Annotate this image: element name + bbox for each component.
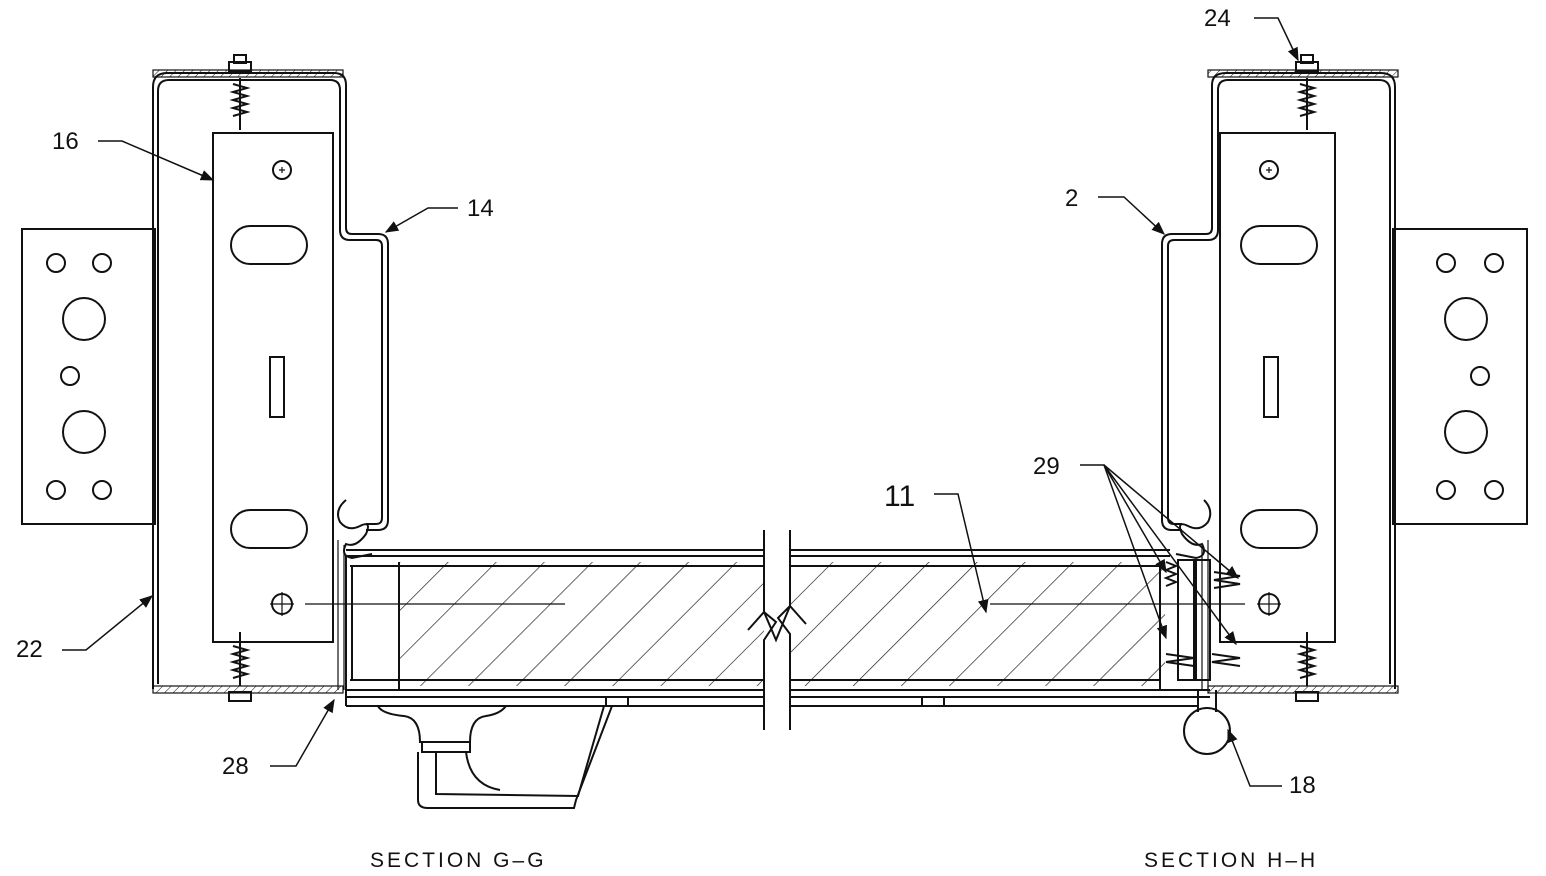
left-bottom-screw (228, 632, 252, 702)
callout-22: 22 (16, 636, 43, 663)
right-jamb-assembly (1161, 54, 1528, 755)
left-plate-holes (46, 253, 112, 500)
callout-29: 29 (1033, 453, 1060, 480)
right-mounting-plate (1392, 228, 1528, 525)
left-jamb-assembly (21, 54, 389, 702)
right-plate-holes (1436, 253, 1504, 500)
right-bottom-screw (1295, 632, 1319, 702)
callout-14: 14 (467, 195, 494, 222)
callout-28: 28 (222, 753, 249, 780)
lever-handle (377, 705, 613, 809)
left-frame-inner (157, 79, 383, 684)
right-hinge-knuckle (1163, 559, 1241, 755)
callout-24: 24 (1204, 5, 1231, 32)
door-leaf (305, 530, 1245, 730)
break-gap (764, 530, 790, 730)
left-hinge-plate (212, 132, 334, 643)
callout-11: 11 (884, 480, 915, 513)
break-line (747, 530, 807, 730)
callout-2: 2 (1065, 185, 1078, 212)
callout-18: 18 (1289, 772, 1316, 799)
caption-section-g-g: SECTION G–G (370, 849, 547, 872)
caption-section-h-h: SECTION H–H (1144, 849, 1318, 872)
callout-16: 16 (52, 128, 79, 155)
left-mounting-plate (21, 228, 156, 525)
left-top-screw (228, 54, 252, 130)
right-top-screw (1295, 54, 1319, 130)
right-hinge-plate (1219, 132, 1336, 643)
